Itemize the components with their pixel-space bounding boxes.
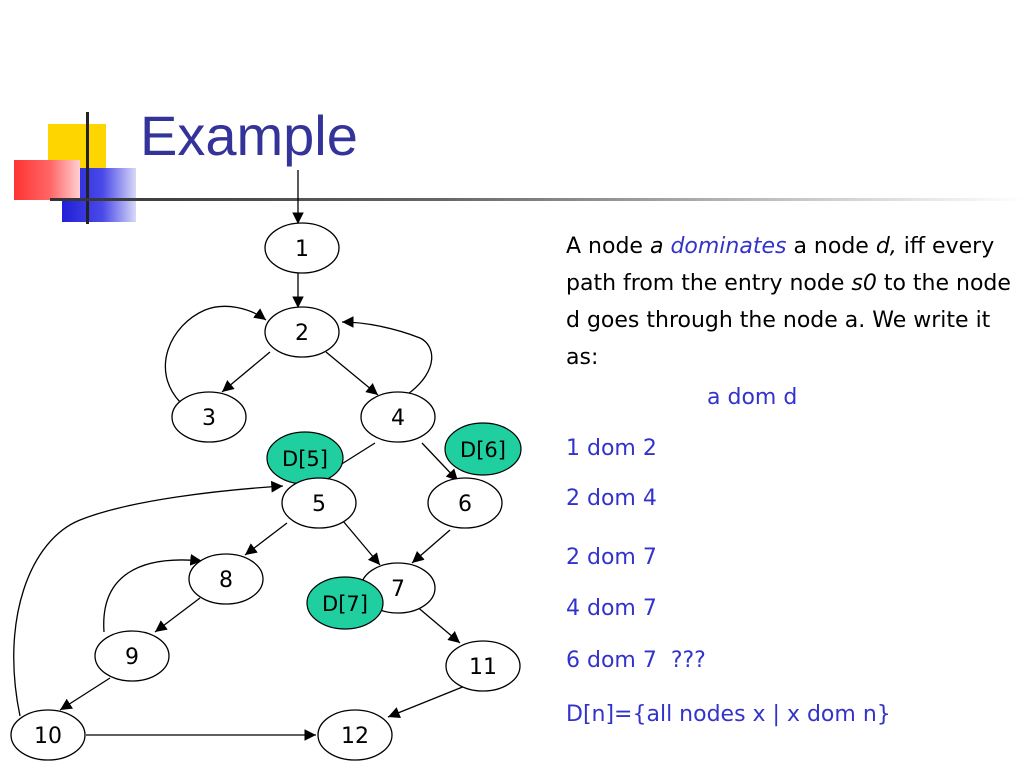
title-underline — [50, 198, 1024, 201]
node-4 — [360, 391, 436, 443]
node-label-2: 2 — [295, 321, 309, 346]
edge-5-8 — [244, 522, 288, 556]
node-11 — [445, 640, 521, 692]
dominator-label-d6: D[6] — [460, 438, 506, 462]
term-dominates: dominates — [670, 234, 787, 259]
edge-9-8 — [103, 554, 203, 633]
edge-9-10 — [59, 677, 111, 711]
node-1 — [264, 222, 340, 274]
node-label-5: 5 — [312, 492, 326, 517]
edge-8-9 — [154, 597, 201, 633]
example-4: 4 dom 7 — [566, 596, 657, 621]
slide-title: Example — [140, 104, 358, 167]
node-label-12: 12 — [341, 724, 369, 749]
edge-2-4 — [325, 351, 379, 396]
node-label-11: 11 — [469, 655, 497, 680]
dominator-bubble-d6 — [444, 422, 522, 476]
dominator-label-d5: D[5] — [282, 447, 328, 471]
node-label-10: 10 — [34, 724, 62, 749]
node-label-6: 6 — [458, 492, 472, 517]
var-a: a — [649, 234, 664, 259]
edge-5-7 — [342, 520, 381, 566]
node-6 — [427, 477, 503, 529]
node-label-3: 3 — [202, 406, 216, 431]
node-label-4: 4 — [391, 406, 405, 431]
var-d: d, — [875, 234, 897, 259]
node-10 — [10, 709, 86, 761]
node-3 — [171, 391, 247, 443]
notation: a dom d — [707, 385, 798, 410]
node-label-8: 8 — [219, 568, 233, 593]
edge-4-2 — [341, 316, 433, 395]
node-9 — [94, 630, 170, 682]
corner-red-square — [14, 160, 80, 200]
example-1: 1 dom 2 — [566, 436, 657, 461]
dominance-definition: A node a dominates a node d, iff every p… — [566, 234, 1011, 370]
set-definition: D[n]={all nodes x | x dom n} — [566, 702, 891, 727]
example-5: 6 dom 7 ??? — [566, 648, 706, 673]
edge-2-3 — [221, 351, 271, 393]
node-12 — [317, 709, 393, 761]
edge-4-6 — [421, 442, 459, 482]
edge-11-12 — [387, 685, 466, 719]
node-label-1: 1 — [295, 237, 309, 262]
node-8 — [188, 553, 264, 605]
edge-7-11 — [414, 604, 461, 644]
example-3: 2 dom 7 — [566, 545, 657, 570]
dominator-bubble-d7 — [306, 576, 384, 630]
node-2 — [264, 306, 340, 358]
edge-10-5 — [13, 480, 284, 717]
node-5 — [281, 477, 357, 529]
example-2: 2 dom 4 — [566, 486, 657, 511]
dominator-label-d7: D[7] — [322, 592, 368, 616]
node-label-9: 9 — [125, 645, 139, 670]
edge-6-7 — [411, 529, 451, 564]
corner-vertical-line — [86, 112, 89, 224]
var-s0: s0 — [851, 271, 877, 296]
node-label-7: 7 — [391, 577, 405, 602]
edge-3-2 — [164, 305, 267, 403]
